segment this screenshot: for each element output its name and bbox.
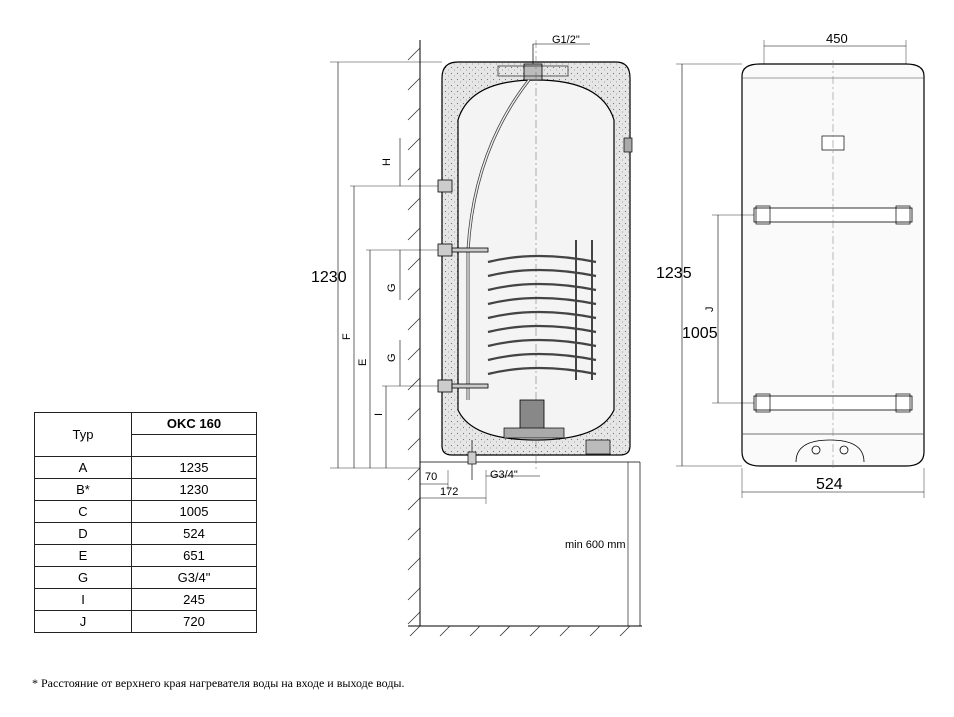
header-model: OKC 160 <box>131 412 257 435</box>
dim-spacing-right: 1005 <box>682 325 718 342</box>
row-value: 524 <box>131 522 257 545</box>
row-value: 651 <box>131 544 257 567</box>
row-value: G3/4" <box>131 566 257 589</box>
table-row: C 1005 <box>34 500 257 523</box>
wall <box>407 40 642 637</box>
letter-e: E <box>357 359 369 366</box>
fitting-top-label: G1/2" <box>552 34 580 46</box>
dim-width-bottom: 524 <box>816 476 843 493</box>
side-dimensions <box>330 43 629 626</box>
row-key: B* <box>34 478 132 501</box>
table-row: E 651 <box>34 544 257 567</box>
table-row: B* 1230 <box>34 478 257 501</box>
letter-g-upper: G <box>386 283 398 292</box>
letter-j: J <box>704 307 716 313</box>
header-type: Typ <box>34 412 132 457</box>
row-key: J <box>34 610 132 633</box>
row-key: D <box>34 522 132 545</box>
heat-exchanger-coil <box>487 254 597 376</box>
tank-front-view <box>741 60 925 470</box>
letter-h: H <box>381 158 393 166</box>
spec-table: Typ OKC 160 A 1235 B* 1230 C 1005 D 524 … <box>34 412 257 633</box>
table-row: I 245 <box>34 588 257 611</box>
pipe-connections <box>437 179 489 393</box>
dim-height-left: 1230 <box>311 269 347 286</box>
table-row: J 720 <box>34 610 257 633</box>
header-blank <box>131 434 257 457</box>
min-clearance-label: min 600 mm <box>565 539 626 551</box>
row-key: C <box>34 500 132 523</box>
letter-g-lower: G <box>386 353 398 362</box>
row-key: A <box>34 456 132 479</box>
table-header-row: Typ OKC 160 <box>34 412 257 457</box>
row-value: 720 <box>131 610 257 633</box>
front-dimensions <box>676 40 925 498</box>
dim-height-right: 1235 <box>656 265 692 282</box>
dim-offset-172: 172 <box>440 486 458 498</box>
row-key: I <box>34 588 132 611</box>
tank-section-view <box>437 40 633 480</box>
row-value: 245 <box>131 588 257 611</box>
table-row: A 1235 <box>34 456 257 479</box>
row-value: 1235 <box>131 456 257 479</box>
dim-offset-70: 70 <box>425 471 437 483</box>
letter-i: I <box>373 413 385 416</box>
table-row: G G3/4" <box>34 566 257 589</box>
dim-width-top: 450 <box>826 31 848 46</box>
row-value: 1230 <box>131 478 257 501</box>
letter-f: F <box>341 333 353 340</box>
footnote: * Расстояние от верхнего края нагревател… <box>32 676 405 690</box>
table-row: D 524 <box>34 522 257 545</box>
fitting-bottom-label: G3/4" <box>490 469 518 481</box>
row-value: 1005 <box>131 500 257 523</box>
row-key: E <box>34 544 132 567</box>
row-key: G <box>34 566 132 589</box>
